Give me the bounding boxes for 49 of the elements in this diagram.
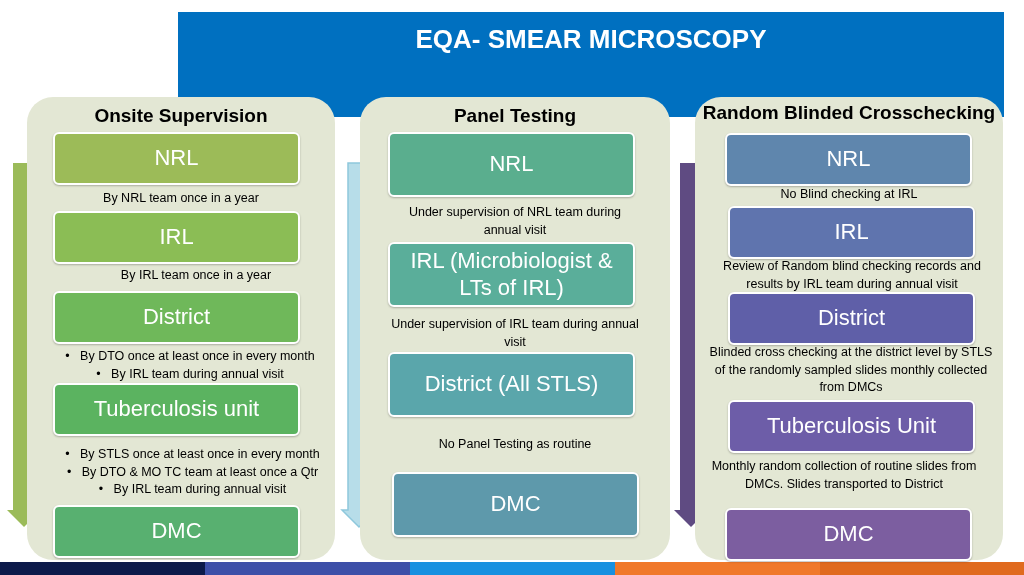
activity-note: Blinded cross checking at the district level by STLS of the randomly sampled slides monthly collected from DMCs bbox=[708, 344, 994, 396]
level-name: NRL bbox=[825, 146, 872, 173]
level-box bbox=[53, 132, 300, 185]
activity-note: Monthly random collection of routine slides from DMCs. Slides transported to District bbox=[710, 458, 978, 493]
level-box bbox=[728, 292, 975, 345]
level-box bbox=[388, 352, 635, 417]
activity-note: Review of Random blind checking records and results by IRL team during annual visit bbox=[722, 258, 982, 293]
level-name: District bbox=[816, 305, 887, 332]
activity-note: • By STLS once at least once in every month bbox=[64, 446, 321, 463]
level-box bbox=[725, 508, 972, 561]
level-box bbox=[392, 472, 639, 537]
level-name: DMC bbox=[489, 491, 542, 518]
activity-note: Under supervision of NRL team during annual visit bbox=[407, 204, 623, 239]
level-box bbox=[388, 242, 635, 307]
activity-note: • By DTO & MO TC team at least once a Qtr bbox=[65, 463, 320, 481]
level-box bbox=[728, 400, 975, 453]
column-panel bbox=[360, 97, 670, 560]
level-name: IRL (Microbiologist & LTs of IRL) bbox=[409, 248, 614, 301]
column-heading: Random Blinded Crosschecking bbox=[701, 102, 997, 124]
level-box bbox=[53, 505, 300, 558]
column-heading: Panel Testing bbox=[452, 105, 578, 127]
level-name: NRL bbox=[488, 151, 535, 178]
level-name: District (All STLS) bbox=[423, 371, 600, 398]
level-name: Tuberculosis unit bbox=[92, 396, 261, 423]
activity-note: No Blind checking at IRL bbox=[779, 186, 919, 203]
level-box bbox=[725, 133, 972, 186]
level-name: District bbox=[141, 304, 212, 331]
activity-note: By NRL team once in a year bbox=[102, 190, 260, 207]
activity-note: • By DTO once at least once in every month bbox=[64, 348, 316, 365]
activity-note: No Panel Testing as routine bbox=[437, 436, 593, 453]
activity-note: Under supervision of IRL team during annual visit bbox=[390, 316, 640, 351]
level-name: DMC bbox=[822, 521, 875, 548]
column-panel bbox=[27, 97, 335, 560]
level-name: DMC bbox=[150, 518, 203, 545]
level-box bbox=[728, 206, 975, 259]
activity-note: • By IRL team during annual visit bbox=[97, 481, 288, 498]
activity-note: • By IRL team during annual visit bbox=[95, 365, 285, 383]
level-box bbox=[53, 291, 300, 344]
level-box bbox=[53, 383, 300, 436]
level-name: Tuberculosis Unit bbox=[765, 413, 938, 440]
level-name: NRL bbox=[153, 145, 200, 172]
column-panel bbox=[695, 97, 1003, 560]
slide-title: EQA- SMEAR MICROSCOPY bbox=[414, 24, 768, 55]
level-box bbox=[388, 132, 635, 197]
level-name: IRL bbox=[833, 219, 870, 246]
level-box bbox=[53, 211, 300, 264]
level-name: IRL bbox=[158, 224, 195, 251]
column-heading: Onsite Supervision bbox=[93, 105, 269, 127]
activity-note: By IRL team once in a year bbox=[119, 267, 273, 284]
